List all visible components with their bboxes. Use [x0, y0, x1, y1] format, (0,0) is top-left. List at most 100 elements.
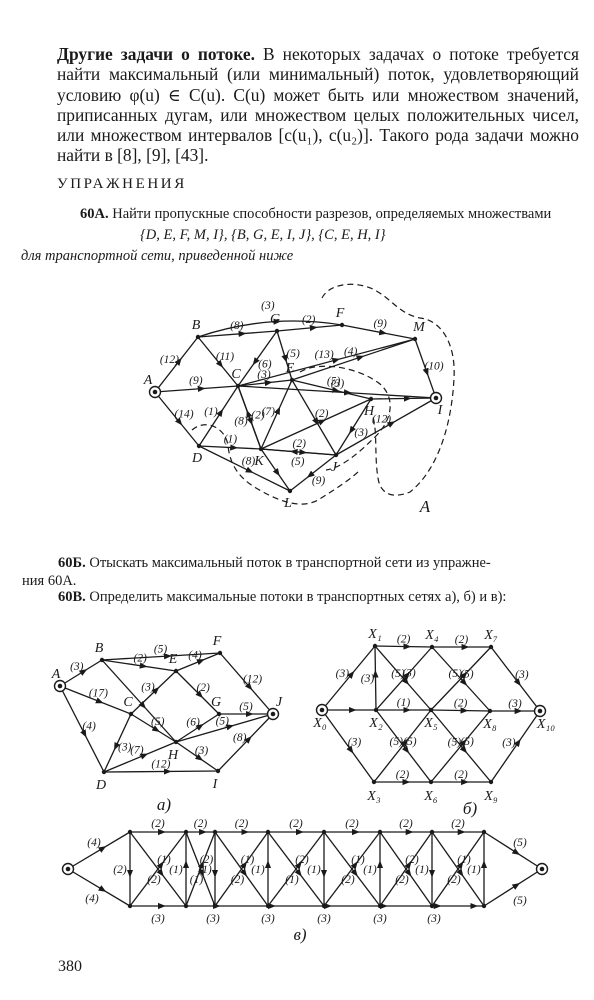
exercise-60b-number: 60Б.	[58, 555, 86, 571]
fig1-label-F: F	[335, 306, 345, 321]
fig3-edge-X₃-X₆-weight: (2)	[396, 769, 410, 781]
fig2-edge-C-E-weight: (3)	[141, 682, 155, 694]
fig1-edge-J-I	[335, 397, 437, 456]
fig2-label-B: B	[95, 641, 104, 656]
fig1-edge-D-L	[198, 445, 291, 492]
fig2-label-A: A	[51, 667, 61, 682]
fig3-edge-X₃-X₅-arrow	[401, 738, 409, 747]
fig2-edge-B-F-weight: (5)	[154, 644, 168, 656]
network-figure-60a: (12)(9)(14)(8)(3)(11)(2)(9)(10)(6)(5)(4)…	[143, 283, 455, 516]
fig4-diag-up-4-arrow	[350, 861, 358, 870]
fig1-edge-E-J-arrow	[312, 417, 319, 426]
fig1-edge-B-C-weight: (11)	[216, 351, 234, 363]
fig1-edge-M-I-weight: (10)	[424, 360, 443, 372]
fig4-top-0-weight: (2)	[151, 818, 165, 830]
fig2-edge-B-F	[101, 652, 221, 661]
fig1-node-I	[433, 395, 439, 401]
fig4-bottom-2-weight: (3)	[261, 913, 275, 925]
fig2-node-I	[215, 768, 221, 774]
fig4-diag-up-0-arrow	[156, 861, 164, 870]
fig1-label-D: D	[191, 451, 202, 466]
fig3-edge-X₄-X₈-arrow	[459, 677, 468, 686]
fig2-edge-I-J-arrow	[243, 736, 252, 744]
fig1-edge-K-C-arrow	[246, 409, 253, 419]
fig4-node-bottom-3	[265, 903, 271, 909]
fig2-edge-H-I-arrow	[194, 753, 204, 761]
fig1-edge-A-B-arrow	[174, 357, 182, 366]
fig1-edge-J-I-arrow	[386, 421, 396, 428]
fig4-diag-down-5-arrow	[404, 868, 412, 877]
fig1-edge-F-M	[341, 324, 416, 340]
fig1-label-A: A	[143, 373, 153, 388]
fig3-caption: б)	[463, 799, 478, 818]
fig2-edge-A-B-weight: (3)	[70, 661, 84, 673]
exercise-60a-text2: для транспортной сети, приведенной ниже	[21, 248, 294, 264]
fig3-edge-X₀-X₃-weight: (3)	[348, 736, 362, 748]
fig3-label-X₈: X₈	[482, 717, 497, 732]
fig1-node-C	[235, 383, 241, 389]
fig1-edge-K-J-weight: (2)	[293, 438, 307, 450]
fig3-label-X₄: X₄	[424, 628, 439, 643]
fig4-node-bottom-5	[377, 903, 383, 909]
exercises-heading: УПРАЖНЕНИЯ	[57, 176, 187, 192]
fig4-edge-bottom-sink-arrow	[511, 883, 521, 890]
fig2-edge-D-I	[103, 770, 219, 773]
fig4-bottom-5-weight: (3)	[427, 913, 441, 925]
fig2-edge-C-H-weight: (5)	[151, 716, 165, 728]
fig4-vertical-5-weight: (1)	[363, 864, 377, 876]
fig1-edge-A-C-weight: (9)	[189, 375, 203, 387]
fig1-label-E: E	[285, 361, 295, 376]
fig4-top-3-weight: (2)	[289, 818, 303, 830]
fig4-diag-down-2-arrow	[239, 868, 248, 877]
fig4-top-2-weight: (2)	[235, 818, 249, 830]
fig4-vertical-1-weight: (1)	[169, 864, 183, 876]
fig4-bottom-1-weight: (3)	[206, 913, 220, 925]
fig2-edge-H-G-arrow	[195, 723, 204, 731]
fig1-node-J	[333, 452, 339, 458]
fig2-edge-I-J-weight: (8)	[233, 732, 247, 744]
fig3-label-X₅: X₅	[423, 716, 438, 731]
fig1-edge-K-E-arrow	[274, 406, 281, 415]
fig3-node-X₄	[429, 644, 435, 650]
fig4-node-bottom-4	[321, 903, 327, 909]
fig3-node-X₇	[488, 644, 494, 650]
fig2-label-G: G	[211, 695, 221, 710]
fig1-node-L	[287, 488, 293, 494]
paragraph-title: Другие задачи о потоке.	[57, 44, 255, 64]
fig4-diag-up-3-arrow	[294, 861, 302, 870]
fig2-node-A	[57, 683, 63, 689]
fig1-label-G: G	[270, 312, 280, 327]
fig1-label-M: M	[412, 320, 426, 335]
fig1-edge-J-I-weight: (12)	[372, 414, 391, 426]
fig3-edge-X₅-X₇-arrow	[459, 671, 468, 680]
fig1-node-H	[368, 396, 374, 402]
fig3-edge-X₁-X₅-weight: (3)	[402, 668, 416, 680]
fig1-label-C: C	[231, 367, 241, 382]
fig1-edge-G-F-weight: (2)	[302, 314, 316, 326]
fig2-edge-E-G-arrow	[195, 690, 204, 699]
fig4-node-top-3	[265, 829, 271, 835]
fig2-node-G	[216, 711, 222, 717]
fig1-edge-H-J-weight: (3)	[354, 427, 368, 439]
fig2-edge-H-J-arrow	[225, 724, 235, 731]
network-figure-b: (3)(3)(2)(2)(3)(1)(2)(3)(2)(2)(3)(3)(5)(…	[312, 627, 555, 818]
fig3-node-X₁₀	[537, 708, 543, 714]
fig3-node-X₆	[428, 779, 434, 785]
fig4-node-top-2	[212, 829, 218, 835]
fig1-label-H: H	[363, 404, 375, 419]
fig3-label-X₀: X₀	[312, 716, 327, 731]
fig2-edge-A-D-arrow	[80, 729, 87, 738]
cut-contour-outer	[321, 283, 455, 496]
fig4-node-source	[65, 866, 71, 872]
fig1-node-F	[339, 322, 345, 328]
fig1-edge-J-L-arrow	[306, 470, 315, 478]
fig3-edge-X₂-X₆-arrow	[402, 745, 410, 754]
fig1-node-M	[412, 336, 418, 342]
exercise-60a-text: Найти пропускные способности разрезов, о…	[112, 206, 552, 222]
fig4-diag-down-4-arrow	[350, 868, 358, 877]
fig2-edge-A-D	[59, 685, 105, 773]
fig1-node-K	[258, 446, 264, 452]
fig1-edge-E-H	[291, 379, 372, 400]
fig1-edge-G-F	[276, 324, 343, 332]
fig4-diag-up-6-arrow	[456, 861, 464, 870]
